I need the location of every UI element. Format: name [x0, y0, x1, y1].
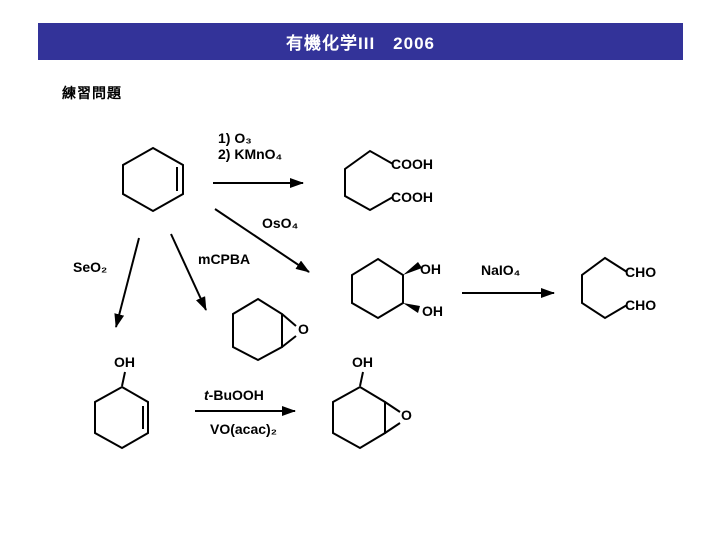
tbuooh-rest: -BuOOH: [208, 387, 264, 403]
arrow-seo2: [114, 237, 140, 328]
title-bar: 有機化学III 2006: [38, 23, 683, 60]
diol-oh-label-top: OH: [420, 261, 441, 277]
cooh-label-top: COOH: [391, 156, 433, 172]
tbuooh-italic-t: t: [204, 387, 209, 403]
arrow-mcpba: [170, 233, 207, 311]
reagent-seo2: SeO₂: [73, 259, 108, 275]
cyclohexene-oxide-structure: [232, 297, 297, 362]
oh-bond: [359, 371, 364, 387]
epoxide-bond-top: [384, 401, 401, 413]
reagent-ozonolysis-step2: 2) KMnO₄: [218, 146, 283, 162]
wedge-bond-bottom: [403, 303, 420, 313]
arrow-oso4: [214, 208, 310, 273]
reagent-mcpba: mCPBA: [198, 251, 251, 267]
hexanedial-structure: [581, 256, 628, 320]
cooh-label-bottom: COOH: [391, 189, 433, 205]
epoxy-alcohol-oh-label: OH: [352, 354, 373, 370]
epoxy-cyclohexanol-structure: [332, 371, 401, 450]
cho-label-top: CHO: [625, 264, 657, 280]
cyclohexenol-structure: [94, 371, 149, 450]
reagent-ozonolysis-step1: 1) O₃: [218, 130, 252, 146]
reagent-voacac2: VO(acac)₂: [210, 421, 277, 437]
epoxy-alcohol-o-label: O: [401, 407, 412, 423]
cho-label-bottom: CHO: [625, 297, 657, 313]
epoxide-bond-top: [281, 313, 297, 327]
reagent-naio4: NaIO₄: [481, 262, 521, 278]
section-heading: 練習問題: [62, 85, 122, 101]
wedge-bond-top: [403, 262, 422, 275]
cyclohexenol-oh-label: OH: [114, 354, 135, 370]
diol-oh-label-bottom: OH: [422, 303, 443, 319]
adipic-acid-structure: [344, 149, 394, 212]
reagent-oso4: OsO₄: [262, 215, 299, 231]
slide-title: 有機化学III 2006: [286, 34, 435, 53]
epoxide-bond-bottom: [281, 335, 297, 348]
reagent-tbuooh: t-BuOOH: [204, 387, 264, 403]
cis-diol-structure: [351, 257, 422, 320]
oh-bond: [121, 371, 126, 387]
epoxide-bond-bottom: [384, 422, 401, 434]
cyclohexene-structure: [122, 146, 184, 213]
epoxide-o-label: O: [298, 321, 309, 337]
